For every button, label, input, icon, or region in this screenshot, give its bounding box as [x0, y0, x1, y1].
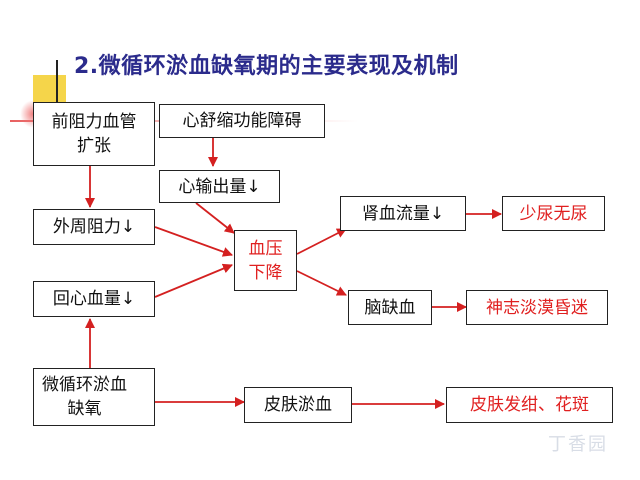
node-renal-flow: 肾血流量↓ — [340, 196, 466, 231]
arrow-bp-to-brain — [296, 270, 347, 296]
node-cardiac-dysfunction: 心舒缩功能障碍 — [159, 104, 325, 138]
node-skin-stasis: 皮肤淤血 — [244, 387, 352, 423]
node-skin-cyanosis: 皮肤发绀、花斑 — [446, 387, 613, 423]
arrow-output-to-bp — [195, 202, 235, 234]
page-title: 2.微循环淤血缺氧期的主要表现及机制 — [74, 54, 459, 79]
node-consciousness: 神志淡漠昏迷 — [466, 290, 608, 325]
node-bp-drop: 血压 下降 — [234, 230, 297, 291]
node-cardiac-output: 心输出量↓ — [159, 170, 280, 203]
node-precapillary-dilation: 前阻力血管 扩张 — [33, 102, 155, 166]
arrow-resistance-to-bp — [154, 226, 233, 257]
node-peripheral-resistance: 外周阻力↓ — [33, 209, 155, 245]
node-microcirculation-stasis: 微循环淤血 缺氧 — [33, 368, 155, 426]
node-venous-return: 回心血量↓ — [33, 281, 155, 317]
watermark-logo: 丁香园 — [548, 434, 608, 455]
arrow-bp-to-renal — [296, 228, 347, 255]
node-oliguria: 少尿无尿 — [502, 196, 605, 231]
node-brain-ischemia: 脑缺血 — [348, 290, 432, 325]
decorative-vertical-line — [56, 60, 58, 130]
arrow-return-to-bp — [154, 263, 233, 298]
